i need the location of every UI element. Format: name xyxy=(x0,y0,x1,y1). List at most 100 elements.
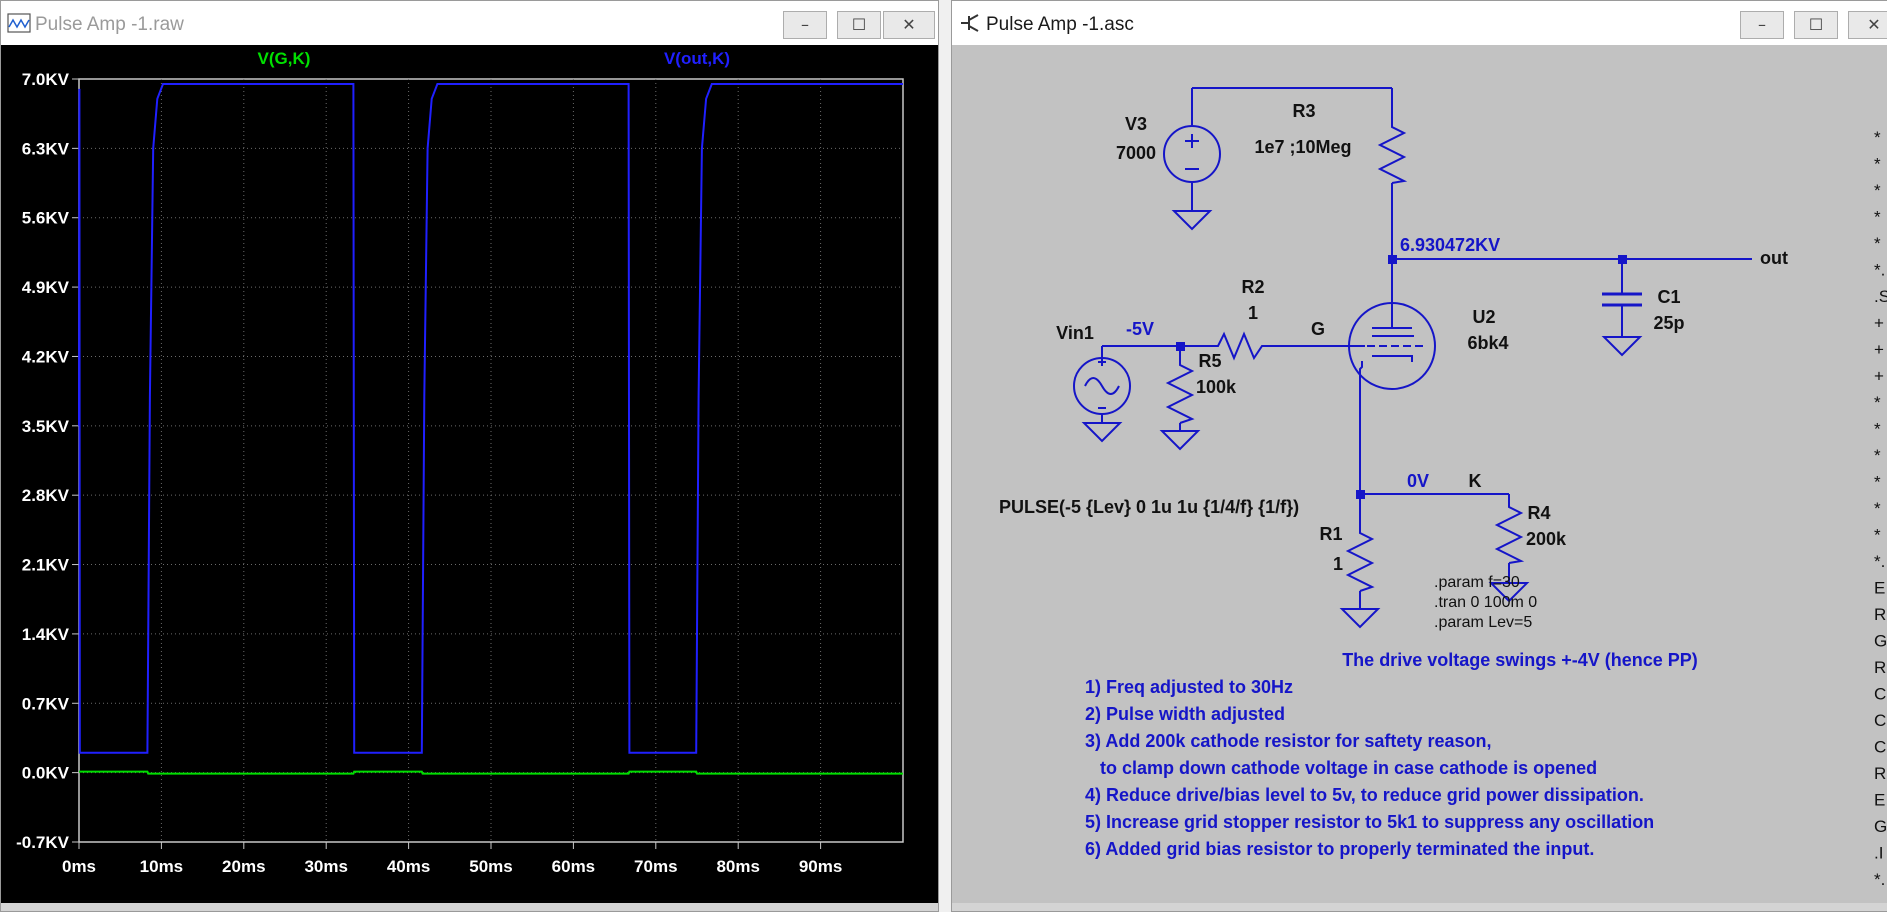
netlist-fragment[interactable]: .I xyxy=(1874,844,1883,863)
netlist-fragment[interactable]: .S xyxy=(1874,287,1887,306)
netlist-fragment[interactable]: E xyxy=(1874,791,1885,810)
y-tick-label: 0.0KV xyxy=(22,764,70,783)
comment-line[interactable]: 6) Added grid bias resistor to properly … xyxy=(1085,839,1594,859)
trace-v-g-k[interactable] xyxy=(79,770,903,775)
r4-value[interactable]: 200k xyxy=(1526,529,1567,549)
resistor-r3[interactable] xyxy=(1377,121,1408,184)
r1-name[interactable]: R1 xyxy=(1319,524,1342,544)
r5-value[interactable]: 100k xyxy=(1196,377,1237,397)
directive-param-f[interactable]: .param f=30 xyxy=(1434,574,1520,591)
directive-tran[interactable]: .tran 0 100m 0 xyxy=(1434,594,1537,611)
netlist-fragment[interactable]: * xyxy=(1874,446,1881,465)
netlist-fragment[interactable]: * xyxy=(1874,234,1881,253)
u2-name[interactable]: U2 xyxy=(1472,307,1495,327)
comment-title[interactable]: The drive voltage swings +-4V (hence PP) xyxy=(1342,650,1698,670)
vin1-name[interactable]: Vin1 xyxy=(1056,323,1094,343)
netlist-fragment[interactable]: + xyxy=(1874,367,1884,386)
cathode-voltage-label: 0V xyxy=(1407,471,1429,491)
comment-line[interactable]: to clamp down cathode voltage in case ca… xyxy=(1085,758,1597,778)
maximize-button[interactable]: ☐ xyxy=(1794,11,1838,39)
node-k-label[interactable]: K xyxy=(1469,471,1482,491)
y-tick-label: -0.7KV xyxy=(16,833,70,852)
schematic-icon xyxy=(961,14,979,32)
netlist-fragment[interactable]: * xyxy=(1874,473,1881,492)
resistor-r1[interactable] xyxy=(1345,529,1375,592)
netlist-fragment[interactable]: * xyxy=(1874,128,1881,147)
v3-name[interactable]: V3 xyxy=(1125,114,1147,134)
r1-value[interactable]: 1 xyxy=(1333,554,1343,574)
netlist-fragment[interactable]: + xyxy=(1874,340,1884,359)
capacitor-c1[interactable] xyxy=(1602,292,1642,307)
schematic-titlebar[interactable]: Pulse Amp -1.asc – ☐ ✕ xyxy=(952,1,1887,45)
y-tick-label: 5.6KV xyxy=(22,209,70,228)
pulse-source-vin1[interactable] xyxy=(1073,357,1131,415)
c1-name[interactable]: C1 xyxy=(1657,287,1680,307)
netlist-fragment[interactable]: R xyxy=(1874,658,1886,677)
y-tick-label: 4.9KV xyxy=(22,278,70,297)
netlist-fragment[interactable]: G xyxy=(1874,817,1887,836)
netlist-fragment[interactable]: C xyxy=(1874,685,1886,704)
resistor-r5[interactable] xyxy=(1165,361,1195,424)
netlist-fragment[interactable]: *. xyxy=(1874,870,1885,889)
netlist-fragment[interactable]: C xyxy=(1874,738,1886,757)
comment-line[interactable]: 3) Add 200k cathode resistor for saftety… xyxy=(1085,731,1491,751)
netlist-fragment[interactable]: *. xyxy=(1874,552,1885,571)
trace-label-vout[interactable]: V(out,K) xyxy=(664,49,730,68)
u2-value[interactable]: 6bk4 xyxy=(1467,333,1508,353)
waveform-titlebar[interactable]: Pulse Amp -1.raw – ☐ ✕ xyxy=(1,1,938,45)
r2-name[interactable]: R2 xyxy=(1241,277,1264,297)
directive-param-lev[interactable]: .param Lev=5 xyxy=(1434,614,1532,631)
comment-line[interactable]: 5) Increase grid stopper resistor to 5k1… xyxy=(1085,812,1654,832)
netlist-fragment[interactable]: * xyxy=(1874,208,1881,227)
netlist-fragment[interactable]: *. xyxy=(1874,261,1885,280)
r4-name[interactable]: R4 xyxy=(1527,503,1550,523)
trace-v-out-k[interactable] xyxy=(78,83,903,754)
vin1-spec[interactable]: PULSE(-5 {Lev} 0 1u 1u {1/4/f} {1/f}) xyxy=(999,497,1299,517)
x-tick-label: 20ms xyxy=(222,857,265,876)
close-button[interactable]: ✕ xyxy=(1848,11,1887,39)
node-g-label[interactable]: G xyxy=(1311,319,1325,339)
minimize-button[interactable]: – xyxy=(1740,11,1784,39)
r3-name[interactable]: R3 xyxy=(1292,101,1315,121)
x-tick-label: 40ms xyxy=(387,857,430,876)
netlist-fragment[interactable]: * xyxy=(1874,420,1881,439)
c1-value[interactable]: 25p xyxy=(1653,313,1684,333)
y-tick-label: 6.3KV xyxy=(22,139,70,158)
close-button[interactable]: ✕ xyxy=(883,11,935,39)
netlist-fragment[interactable]: * xyxy=(1874,393,1881,412)
out-label[interactable]: out xyxy=(1760,248,1788,268)
netlist-fragment[interactable]: G xyxy=(1874,632,1887,651)
netlist-fragment[interactable]: + xyxy=(1874,314,1884,333)
input-voltage-label: -5V xyxy=(1126,319,1154,339)
netlist-fragment[interactable]: * xyxy=(1874,526,1881,545)
netlist-fragment[interactable]: R xyxy=(1874,764,1886,783)
r3-value[interactable]: 1e7 ;10Meg xyxy=(1254,137,1351,157)
ground-icon xyxy=(1159,430,1201,451)
status-bar xyxy=(952,903,1887,911)
resistor-r4[interactable] xyxy=(1494,503,1525,564)
vacuum-tube-u2[interactable] xyxy=(1348,301,1436,403)
voltage-source-v3[interactable] xyxy=(1163,125,1221,183)
trace-label-vgk[interactable]: V(G,K) xyxy=(258,49,311,68)
y-tick-label: 4.2KV xyxy=(22,347,70,366)
netlist-fragment[interactable]: E xyxy=(1874,579,1885,598)
netlist-fragment[interactable]: C xyxy=(1874,711,1886,730)
comment-line[interactable]: 1) Freq adjusted to 30Hz xyxy=(1085,677,1293,697)
maximize-button[interactable]: ☐ xyxy=(837,11,881,39)
comment-line[interactable]: 4) Reduce drive/bias level to 5v, to red… xyxy=(1085,785,1644,805)
y-tick-label: 2.8KV xyxy=(22,486,70,505)
v3-value[interactable]: 7000 xyxy=(1116,143,1156,163)
resistor-r2[interactable] xyxy=(1210,331,1266,361)
schematic-canvas[interactable]: V3 7000 R3 1e7 ;10Meg out C1 25p R2 1 G … xyxy=(952,45,1887,905)
netlist-fragment[interactable]: * xyxy=(1874,155,1881,174)
netlist-fragment[interactable]: * xyxy=(1874,499,1881,518)
netlist-fragment[interactable]: * xyxy=(1874,181,1881,200)
netlist-fragment[interactable]: R xyxy=(1874,605,1886,624)
r2-value[interactable]: 1 xyxy=(1248,303,1258,323)
r5-name[interactable]: R5 xyxy=(1198,351,1221,371)
minimize-button[interactable]: – xyxy=(783,11,827,39)
comment-line[interactable]: 2) Pulse width adjusted xyxy=(1085,704,1285,724)
